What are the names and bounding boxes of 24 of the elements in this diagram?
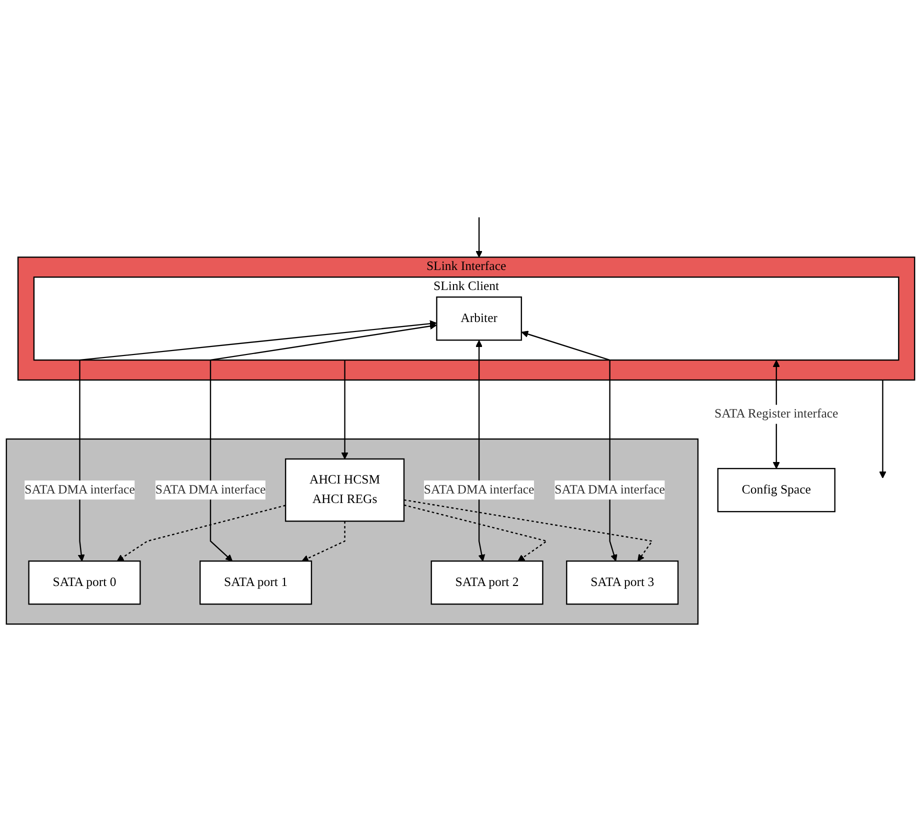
- arrow: [341, 360, 348, 460]
- edge-label: SATA DMA interface: [155, 483, 266, 497]
- node-box: AHCI HCSM AHCI REGs: [284, 458, 405, 522]
- node-box: Arbiter: [436, 296, 522, 341]
- node-box: Config Space: [717, 468, 836, 512]
- edge-label: SATA DMA interface: [424, 483, 534, 497]
- arrow: [476, 340, 486, 562]
- arrow: [404, 504, 548, 562]
- cluster: [6, 438, 699, 625]
- arrow: [302, 521, 346, 562]
- arrow: [78, 320, 437, 562]
- node-box: SATA port 0: [28, 560, 141, 605]
- edge-label: SATA DMA interface: [24, 483, 135, 497]
- node-box: SATA port 2: [430, 560, 544, 605]
- arrow: [521, 330, 618, 562]
- arrow: [404, 500, 654, 562]
- arrow: [476, 218, 483, 258]
- node-box: SATA port 1: [200, 560, 312, 605]
- arrow: [116, 505, 286, 562]
- node-box: SATA port 3: [566, 560, 679, 605]
- arrow: [879, 380, 886, 479]
- arrow: [210, 322, 437, 562]
- edge-label: SATA Register interface: [714, 407, 838, 421]
- edge-label: SATA DMA interface: [554, 483, 665, 497]
